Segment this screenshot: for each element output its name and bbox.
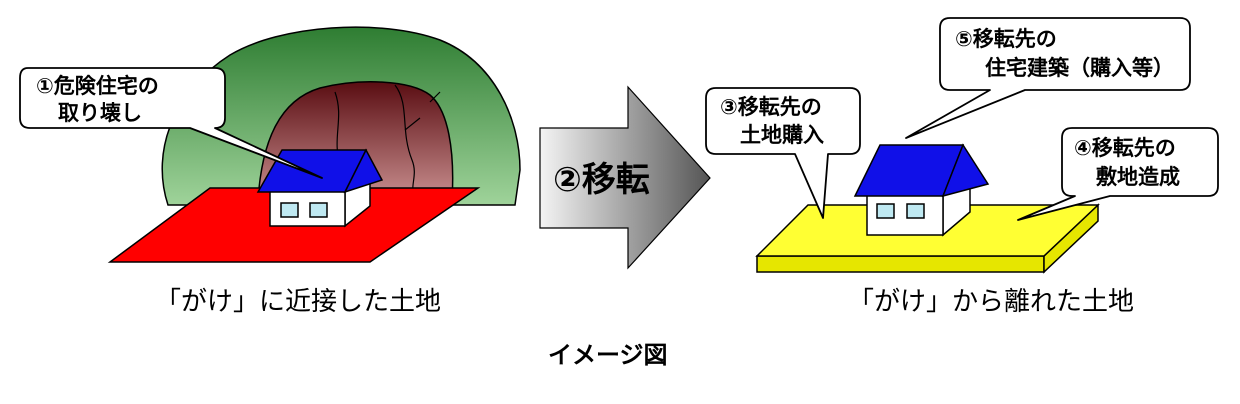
- right-caption: 「がけ」から離れた土地: [848, 287, 1134, 317]
- callout-4-bubble: [1017, 127, 1219, 221]
- callout-5-line-1: ⑤移転先の: [955, 27, 1057, 51]
- arrow-label: ②移転: [553, 160, 650, 200]
- left-scene: ①危険住宅の 取り壊し 「がけ」に近接した土地: [19, 26, 521, 317]
- callout-5-line-2: 住宅建築（購入等）: [985, 56, 1174, 80]
- figure-title: イメージ図: [548, 341, 668, 369]
- callout-4-line-1: ④移転先の: [1074, 136, 1176, 160]
- arrow-shape: [539, 85, 711, 270]
- left-caption: 「がけ」に近接した土地: [155, 287, 441, 317]
- callout-1-line-2: 取り壊し: [58, 101, 142, 125]
- house-left: [256, 148, 384, 228]
- callout-5: ⑤移転先の 住宅建築（購入等）: [905, 17, 1191, 139]
- house-left-roof-side: [343, 148, 384, 194]
- callout-5-bubble: [905, 17, 1191, 139]
- house-right-roof-side: [941, 143, 990, 198]
- callout-1: ①危険住宅の 取り壊し: [19, 67, 323, 179]
- callout-1-line-1: ①危険住宅の: [36, 74, 159, 98]
- right-scene: ③移転先の 土地購入 ⑤移転先の 住宅建築（購入等） ④移転先の 敷地造成 「が…: [705, 17, 1219, 317]
- callout-1-bubble: [19, 67, 323, 179]
- callout-3-bubble: [705, 87, 861, 219]
- yellow-lot-side-front: [756, 255, 1045, 273]
- callout-3-line-1: ③移転先の: [720, 95, 822, 119]
- callout-3: ③移転先の 土地購入: [705, 87, 861, 219]
- relocation-arrow: ②移転: [539, 85, 711, 270]
- house-left-window: [309, 202, 328, 218]
- house-left-window: [280, 202, 299, 218]
- house-right-window: [906, 203, 925, 219]
- house-right: [853, 143, 990, 237]
- callout-4: ④移転先の 敷地造成: [1017, 127, 1219, 221]
- callout-3-line-2: 土地購入: [740, 123, 824, 147]
- house-right-window: [876, 203, 895, 219]
- callout-4-line-2: 敷地造成: [1096, 165, 1180, 189]
